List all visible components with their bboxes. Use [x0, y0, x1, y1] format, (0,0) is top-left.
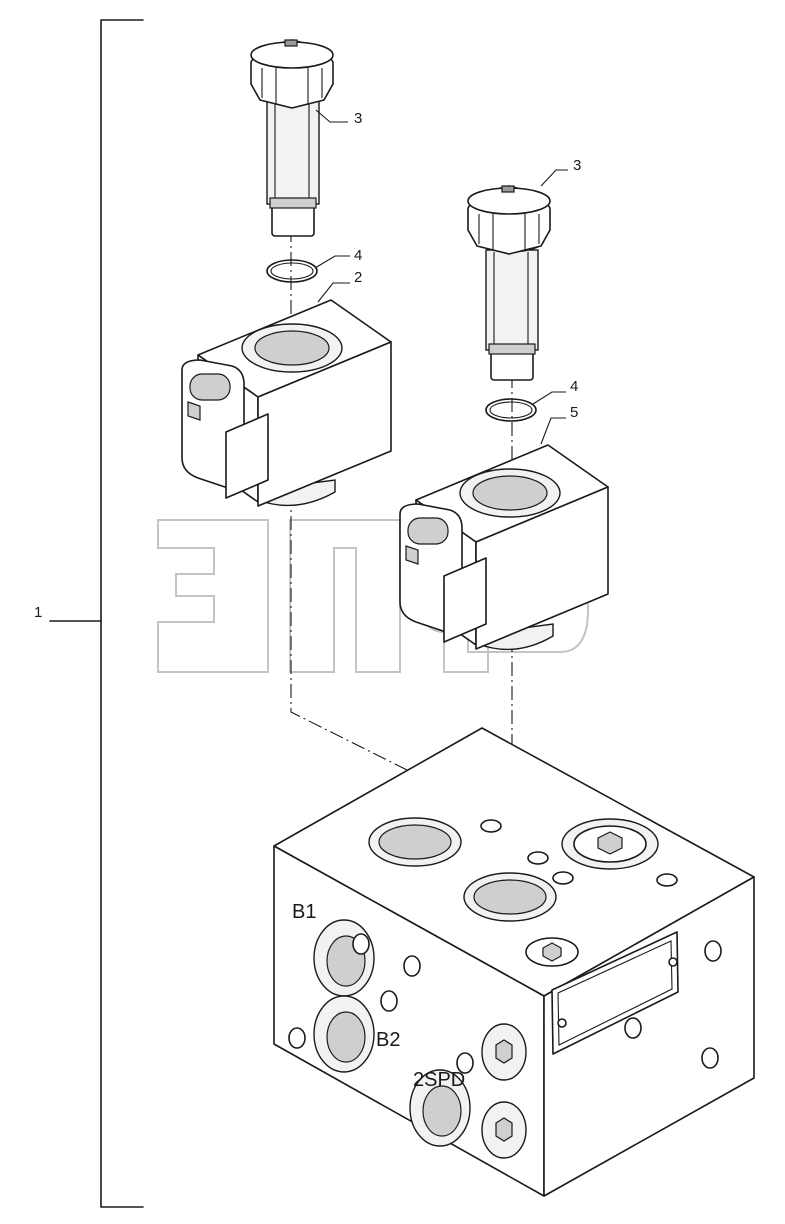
- callout-leaders: [314, 109, 568, 445]
- port-marking-b2: B2: [376, 1029, 400, 1051]
- solenoid-coil-right: [399, 444, 609, 651]
- callout-3-right: 3: [573, 157, 581, 174]
- port-marking-2spd: 2SPD: [413, 1069, 465, 1091]
- callout-4-right: 4: [570, 378, 578, 395]
- o-ring-right: [485, 398, 537, 422]
- callout-2: 2: [354, 269, 362, 286]
- solenoid-coil-left: [181, 299, 392, 507]
- callout-4-left: 4: [354, 247, 362, 264]
- valve-manifold-block: [273, 727, 755, 1197]
- callout-5: 5: [570, 404, 578, 421]
- cartridge-valve-left: [250, 39, 334, 237]
- o-ring-left: [266, 259, 318, 283]
- assembly-bracket: [49, 19, 144, 1208]
- port-marking-b1: B1: [292, 901, 316, 923]
- cartridge-valve-right: [467, 185, 551, 381]
- callout-3-left: 3: [354, 110, 362, 127]
- callout-1: 1: [34, 604, 42, 621]
